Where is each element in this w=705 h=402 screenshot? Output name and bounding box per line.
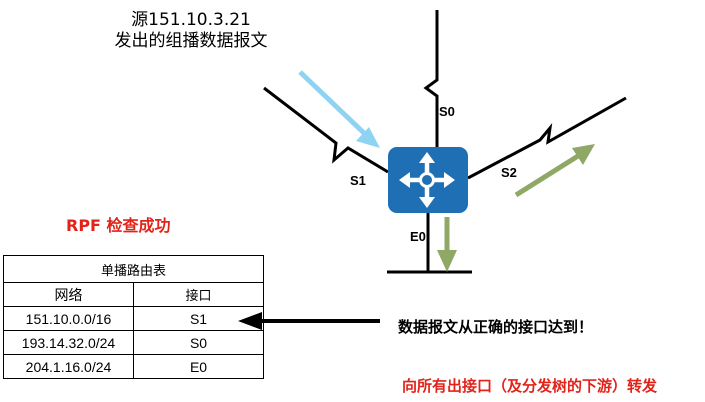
router-icon [388,147,468,213]
link-s0 [423,10,439,150]
network-cell: 193.14.32.0/24 [3,330,134,355]
interface-label-s0: S0 [439,104,455,119]
unicast-routing-table: 单播路由表 网络 接口 151.10.0.0/16 S1 193.14.32.0… [3,255,264,379]
outgoing-arrow-s2 [514,144,595,198]
network-cell: 151.10.0.0/16 [3,306,134,331]
source-text-line1: 源151.10.3.21 [131,10,251,30]
table-row: 151.10.0.0/16 S1 [3,306,264,331]
interface-label-e0: E0 [410,229,426,244]
table-title: 单播路由表 [3,255,264,283]
interface-cell: S1 [133,306,264,331]
link-s1 [263,86,389,174]
interface-label-s2: S2 [501,165,517,180]
column-header-network: 网络 [3,282,134,307]
table-row: 193.14.32.0/24 S0 [3,330,264,355]
table-row: 204.1.16.0/24 E0 [3,354,264,379]
outgoing-arrow-e0 [437,217,457,272]
correct-interface-note: 数据报文从正确的接口达到！ [398,318,594,336]
interface-label-s1: S1 [350,173,366,188]
column-header-interface: 接口 [133,282,264,307]
incoming-arrow [298,70,380,148]
network-cell: 204.1.16.0/24 [3,354,134,379]
interface-cell: S0 [133,330,264,355]
forward-note: 向所有出接口（及分发树的下游）转发 [402,377,658,395]
source-text-line2: 发出的组播数据报文 [114,31,268,51]
rpf-check-result: RPF 检查成功 [66,216,171,235]
link-s2 [467,96,627,180]
interface-cell: E0 [133,354,264,379]
